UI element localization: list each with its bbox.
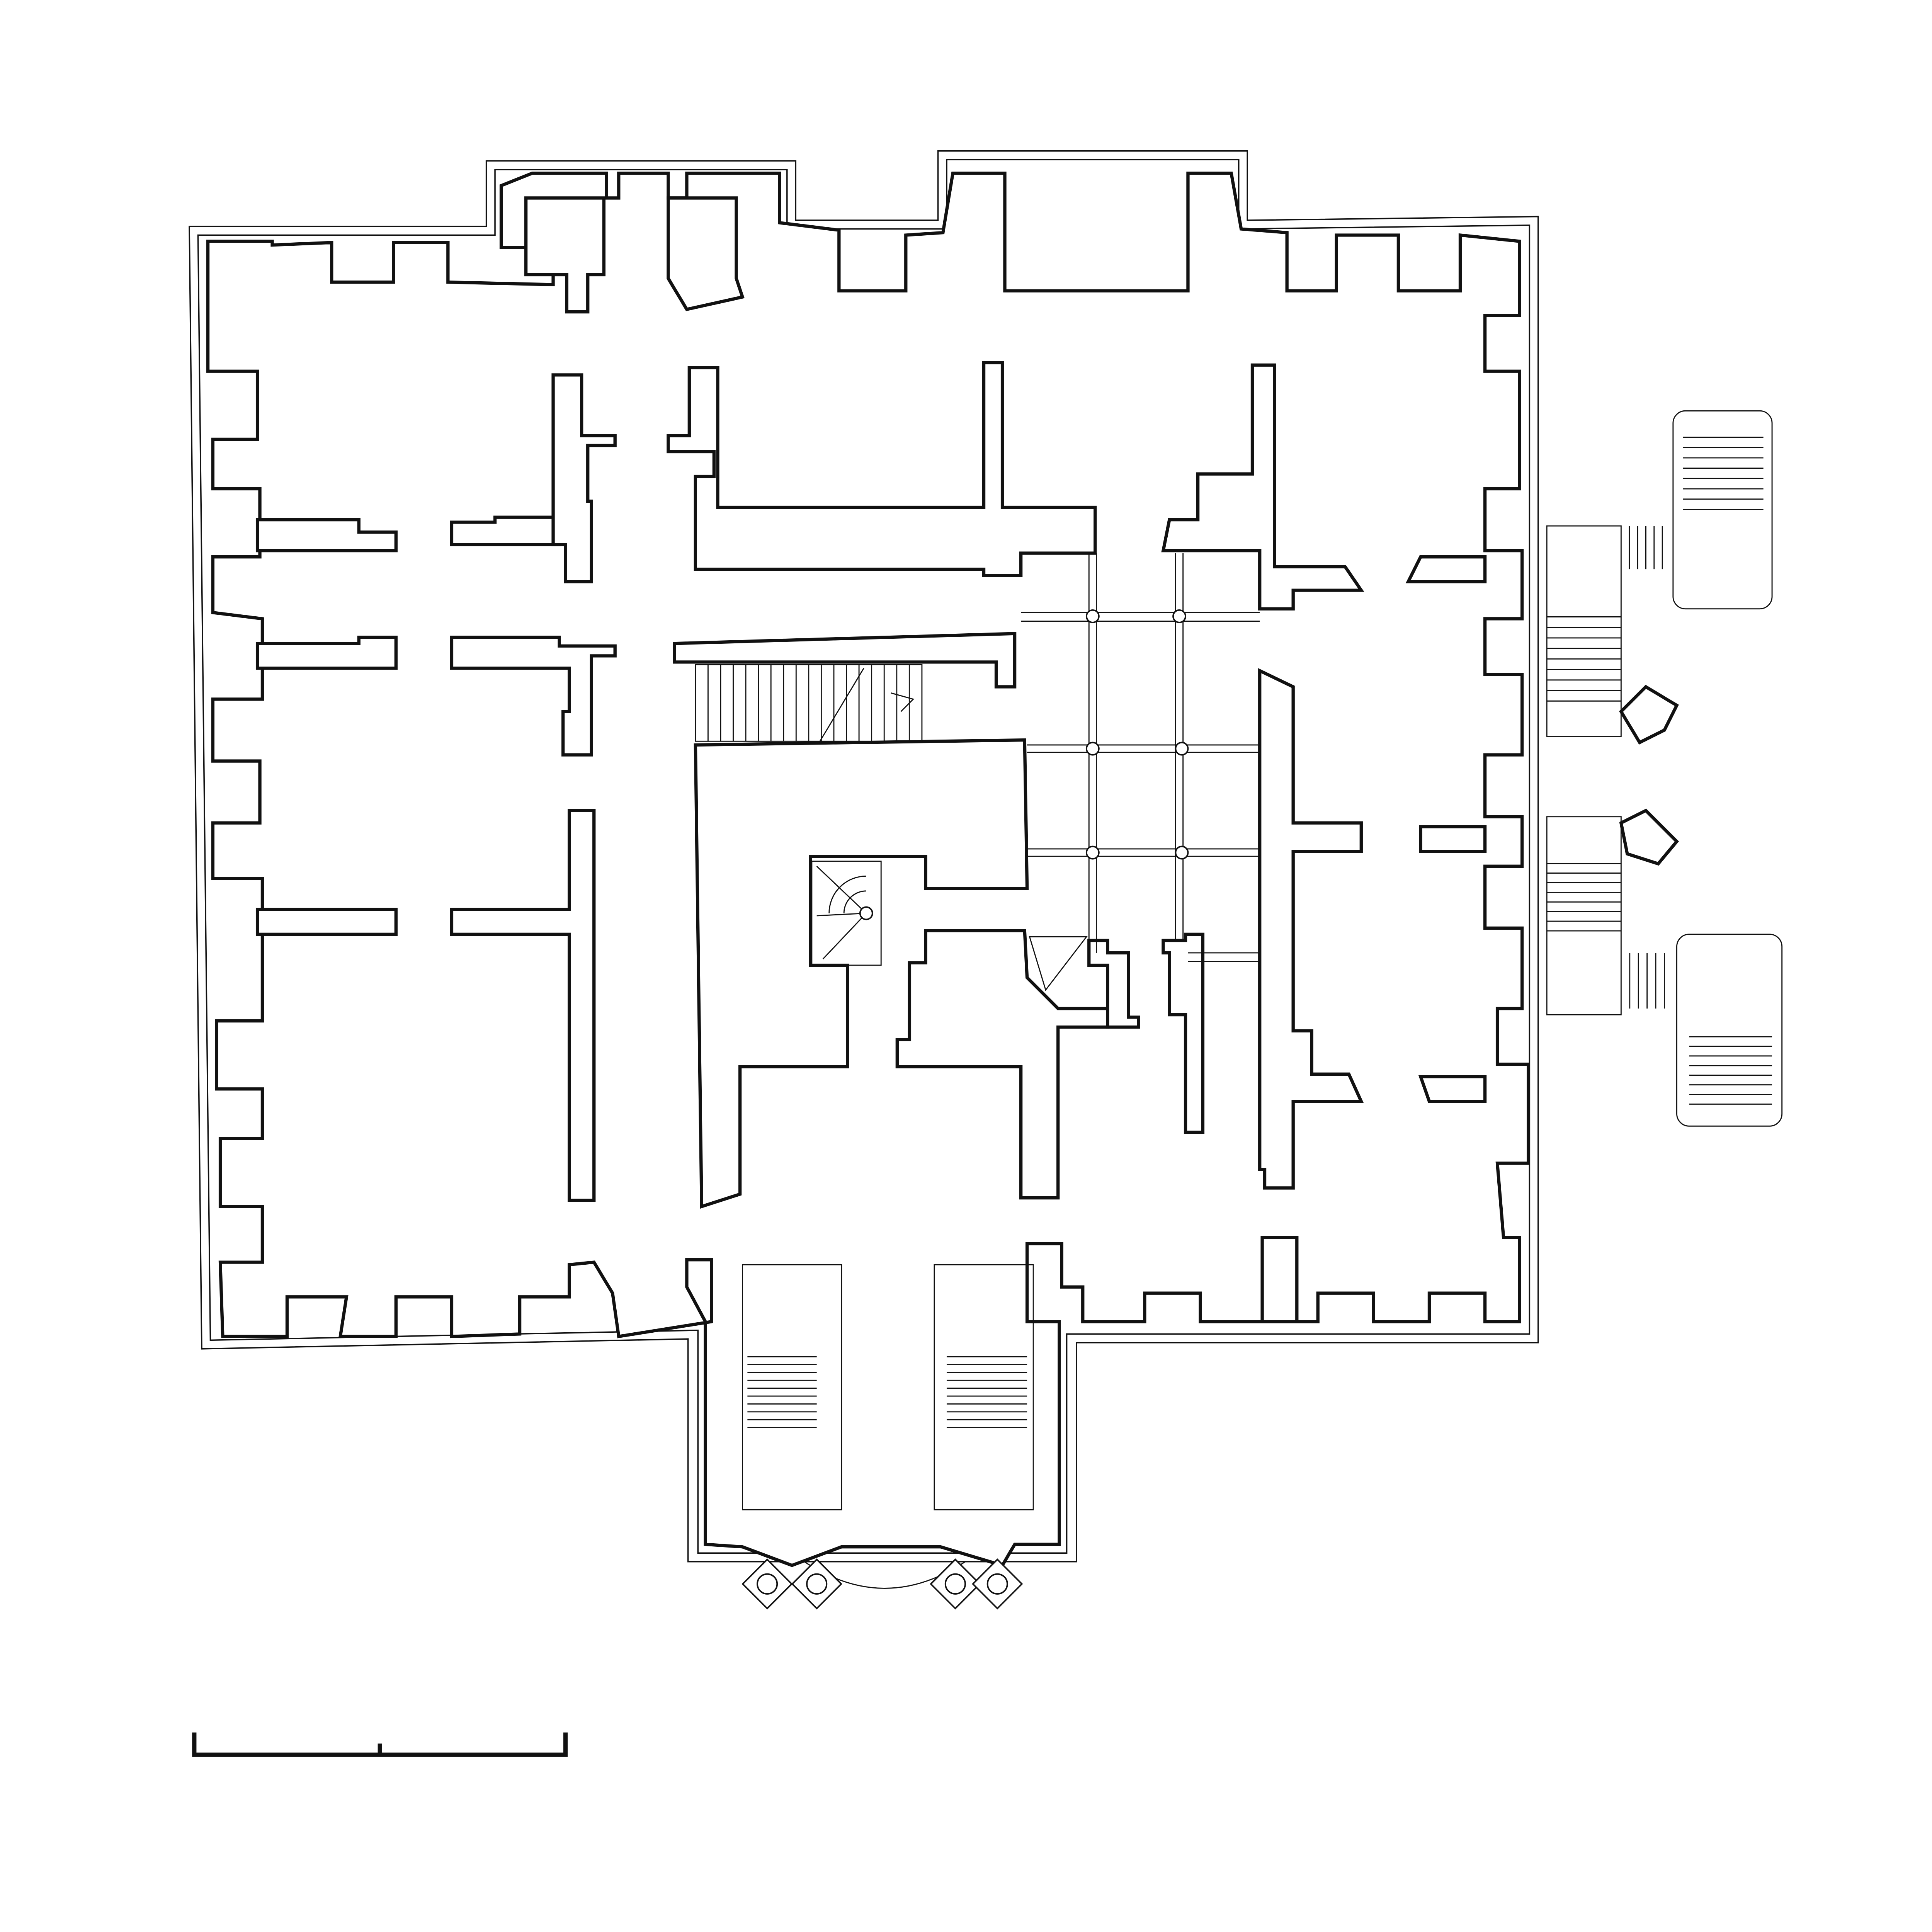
spiral-stair [811, 861, 882, 966]
stair-treads [707, 437, 1772, 1429]
wall-central-core [694, 738, 1029, 1209]
wall-central-south [895, 929, 1109, 1200]
wall-west-upper-cross [255, 518, 398, 553]
wall-east-stub-2 [1419, 825, 1487, 853]
wall-north-block-a [524, 196, 606, 314]
east-tower-upper [1672, 410, 1773, 610]
entrance-columns [742, 1558, 1023, 1610]
wall-east-porch-pier-1 [1619, 685, 1679, 745]
south-stair-east [934, 1264, 1034, 1510]
wall-corridor-west-upper [551, 373, 617, 583]
wall-west-upper-cross-2 [450, 515, 561, 546]
wall-west-lower-cross [255, 908, 398, 936]
main-stair-arrow [818, 668, 915, 743]
wall-east-porch-pier-2 [1619, 808, 1679, 866]
interior-walls [255, 196, 1679, 1209]
exterior-wall [206, 172, 1530, 1568]
column [1175, 742, 1189, 756]
atrium-columns [1085, 609, 1189, 860]
wall-east-long-vertical [1258, 668, 1364, 1190]
south-stair-west [742, 1264, 842, 1510]
spiral-stair-arcs [816, 866, 867, 959]
scale-bar [192, 1732, 568, 1757]
east-tower-lower [1676, 934, 1783, 1127]
column [1085, 609, 1100, 623]
outer-plinth-line [189, 150, 1539, 1563]
wall-west-mid-cross-2 [450, 636, 617, 757]
column [757, 1573, 778, 1595]
column [806, 1573, 828, 1595]
outer-envelope [189, 150, 1539, 1568]
small-triangular-stair [1029, 936, 1088, 992]
column [1175, 845, 1189, 860]
wall-west-mid-cross [255, 636, 398, 670]
column [1085, 742, 1100, 756]
wall-stair-north [673, 632, 1017, 689]
column [986, 1573, 1008, 1595]
east-stair-upper [1546, 525, 1622, 737]
wall-central-north [667, 361, 1097, 577]
wall-east-north [1161, 363, 1364, 611]
wall-north-block-b [667, 196, 745, 311]
wall-west-lower-cross-2 [450, 809, 596, 1202]
spiral-stair-newel [859, 906, 873, 920]
column [1172, 609, 1186, 623]
column [1085, 845, 1100, 860]
column [944, 1573, 966, 1595]
floor-plan [189, 150, 1783, 1757]
east-stair-lower [1546, 816, 1622, 1015]
wall-small-pier [1087, 939, 1140, 1029]
wall-east-stub-3 [1418, 1075, 1487, 1103]
wall-east-inner-vertical [1162, 932, 1205, 1134]
wall-east-stub-1 [1405, 555, 1487, 583]
staircases [695, 410, 1783, 1589]
